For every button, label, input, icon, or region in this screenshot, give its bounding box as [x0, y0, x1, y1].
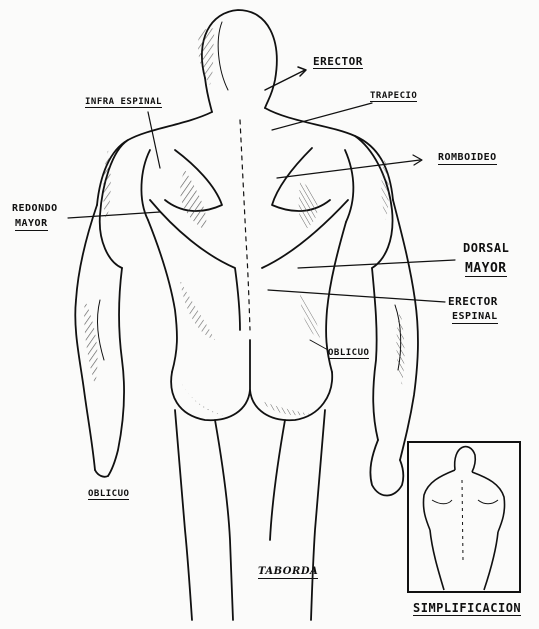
label-oblicuo-left: OBLICUO [88, 490, 129, 500]
label-erector-espinal-2: ESPINAL [452, 312, 498, 324]
label-dorsal: DORSAL [463, 242, 509, 255]
left-leg [175, 410, 192, 620]
neck-outline [205, 78, 212, 112]
label-erector-espinal-1: ERECTOR [448, 296, 498, 308]
buttocks [171, 372, 332, 420]
label-mayor-right: MAYOR [465, 262, 507, 277]
label-simplificacion: SIMPLIFICACION [413, 602, 521, 616]
right-arm [393, 200, 418, 460]
torso-left-side [148, 220, 177, 372]
label-mayor-left: MAYOR [15, 219, 48, 231]
artist-signature: TABORDA [258, 567, 318, 579]
label-oblicuo-right: OBLICUO [328, 349, 369, 359]
simplificacion-inset [408, 442, 520, 592]
label-trapecio: TRAPECIO [370, 92, 417, 102]
label-erector: ERECTOR [313, 56, 363, 69]
spine-line [240, 120, 250, 330]
label-romboideo: ROMBOIDEO [438, 153, 497, 165]
right-leg [311, 410, 325, 620]
label-redondo: REDONDO [12, 204, 58, 215]
label-infra-espinal: INFRA ESPINAL [85, 98, 162, 108]
